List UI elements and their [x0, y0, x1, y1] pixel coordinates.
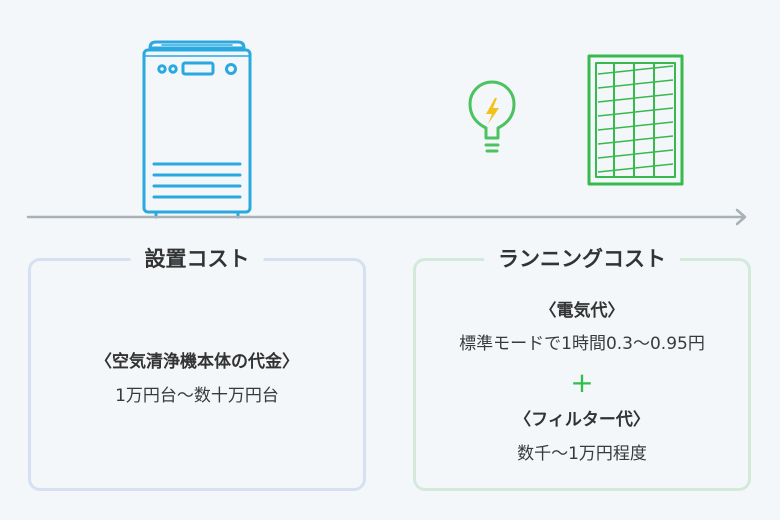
lightbulb-icon — [468, 80, 516, 153]
filter-cost-value: 数千～1万円程度 — [517, 444, 647, 464]
running-cost-card: ランニングコスト 〈電気代〉 標準モードで1時間0.3～0.95円 + 〈フィル… — [413, 244, 751, 491]
electric-cost-label: 〈電気代〉 — [539, 301, 625, 321]
install-cost-card: 設置コスト 〈空気清浄機本体の代金〉 1万円台～数十万円台 — [28, 244, 366, 491]
lightning-bolt-icon — [486, 98, 499, 124]
install-cost-value: 1万円台～数十万円台 — [115, 386, 279, 406]
filter-icon — [587, 54, 684, 186]
install-cost-subtitle: 〈空気清浄機本体の代金〉 — [95, 352, 299, 372]
electric-cost-value: 標準モードで1時間0.3～0.95円 — [459, 334, 705, 354]
running-cost-title: ランニングコスト — [484, 244, 680, 274]
arrow-right-icon — [26, 208, 747, 226]
plus-sign: + — [570, 366, 594, 399]
filter-cost-label: 〈フィルター代〉 — [514, 410, 650, 430]
install-cost-title: 設置コスト — [130, 244, 264, 274]
air-purifier-icon — [142, 40, 252, 219]
